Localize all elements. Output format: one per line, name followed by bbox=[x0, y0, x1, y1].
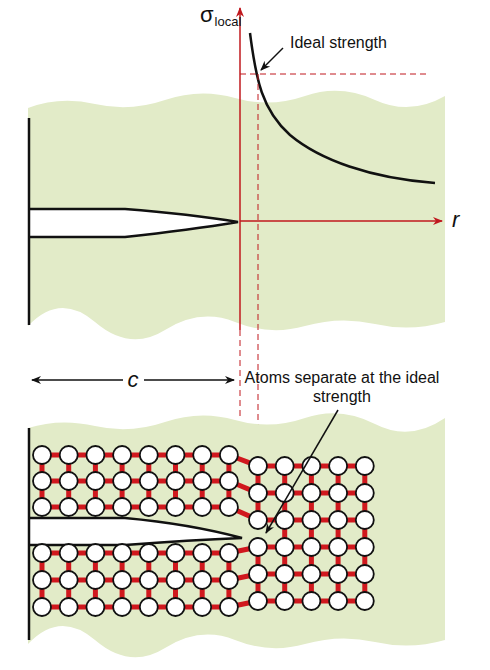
atom bbox=[140, 498, 158, 516]
atom bbox=[220, 498, 238, 516]
atom bbox=[33, 498, 51, 516]
dimension-label: c bbox=[123, 367, 144, 393]
plate bbox=[28, 91, 445, 339]
atom bbox=[167, 472, 185, 490]
axis-subscript: local bbox=[215, 14, 242, 29]
atom bbox=[220, 544, 238, 562]
atom bbox=[60, 598, 78, 616]
atom bbox=[329, 538, 347, 556]
atom bbox=[86, 544, 104, 562]
atom bbox=[60, 446, 78, 464]
atom bbox=[249, 592, 267, 610]
atom bbox=[167, 498, 185, 516]
atom bbox=[220, 446, 238, 464]
atom bbox=[249, 538, 267, 556]
atom bbox=[220, 571, 238, 589]
atom bbox=[113, 446, 131, 464]
atom bbox=[33, 571, 51, 589]
leader-line bbox=[261, 48, 283, 70]
atom bbox=[86, 498, 104, 516]
atom bbox=[220, 598, 238, 616]
curve-label: Ideal strength bbox=[290, 34, 387, 52]
leader-line bbox=[266, 410, 338, 533]
crack bbox=[28, 209, 238, 237]
plate-edge bbox=[28, 428, 31, 640]
atom bbox=[140, 598, 158, 616]
atom bbox=[113, 472, 131, 490]
distance-axis bbox=[240, 220, 442, 222]
atom bbox=[276, 565, 294, 583]
plate bbox=[28, 413, 445, 657]
atom bbox=[329, 457, 347, 475]
atom bbox=[86, 446, 104, 464]
atom bbox=[60, 571, 78, 589]
atom bbox=[276, 484, 294, 502]
atom bbox=[249, 484, 267, 502]
atom bbox=[33, 472, 51, 490]
atom bbox=[113, 598, 131, 616]
atom bbox=[193, 598, 211, 616]
atom bbox=[302, 511, 320, 529]
projection-line bbox=[240, 330, 241, 418]
atom bbox=[356, 511, 374, 529]
atom bbox=[356, 484, 374, 502]
atom bbox=[276, 511, 294, 529]
atom bbox=[86, 571, 104, 589]
atom bbox=[60, 498, 78, 516]
crack bbox=[28, 518, 242, 545]
atom bbox=[33, 446, 51, 464]
callout-label: Atoms separate at the ideal strength bbox=[232, 369, 452, 406]
atom bbox=[167, 446, 185, 464]
atom bbox=[249, 565, 267, 583]
atom bbox=[249, 511, 267, 529]
atom bbox=[140, 472, 158, 490]
stress-axis bbox=[239, 8, 241, 330]
atom bbox=[33, 544, 51, 562]
atom bbox=[356, 538, 374, 556]
plate-edge bbox=[28, 118, 31, 325]
atom bbox=[113, 498, 131, 516]
atom bbox=[356, 592, 374, 610]
atom bbox=[329, 592, 347, 610]
atom bbox=[193, 472, 211, 490]
atom bbox=[193, 446, 211, 464]
atom bbox=[60, 544, 78, 562]
strength-level bbox=[240, 74, 430, 75]
atom bbox=[167, 544, 185, 562]
atom bbox=[329, 511, 347, 529]
atom bbox=[86, 598, 104, 616]
atom bbox=[140, 544, 158, 562]
atom bbox=[167, 571, 185, 589]
atom bbox=[220, 472, 238, 490]
atom bbox=[86, 472, 104, 490]
atom bbox=[302, 484, 320, 502]
atom bbox=[60, 472, 78, 490]
atom bbox=[140, 571, 158, 589]
atom bbox=[193, 571, 211, 589]
atom bbox=[329, 484, 347, 502]
atom bbox=[356, 565, 374, 583]
atom bbox=[193, 544, 211, 562]
axis-label: r bbox=[452, 207, 459, 233]
atom bbox=[33, 598, 51, 616]
atom bbox=[167, 598, 185, 616]
atom bbox=[302, 538, 320, 556]
atom bbox=[276, 457, 294, 475]
axis-symbol: σ bbox=[200, 2, 214, 28]
atom bbox=[113, 571, 131, 589]
atom bbox=[249, 457, 267, 475]
atom bbox=[356, 457, 374, 475]
atom bbox=[193, 498, 211, 516]
atom bbox=[276, 592, 294, 610]
atom bbox=[140, 446, 158, 464]
atom bbox=[302, 565, 320, 583]
stress-curve bbox=[250, 33, 435, 183]
atom bbox=[276, 538, 294, 556]
atom bbox=[329, 565, 347, 583]
atom-lattice bbox=[28, 446, 374, 616]
atom bbox=[302, 592, 320, 610]
atom bbox=[113, 544, 131, 562]
